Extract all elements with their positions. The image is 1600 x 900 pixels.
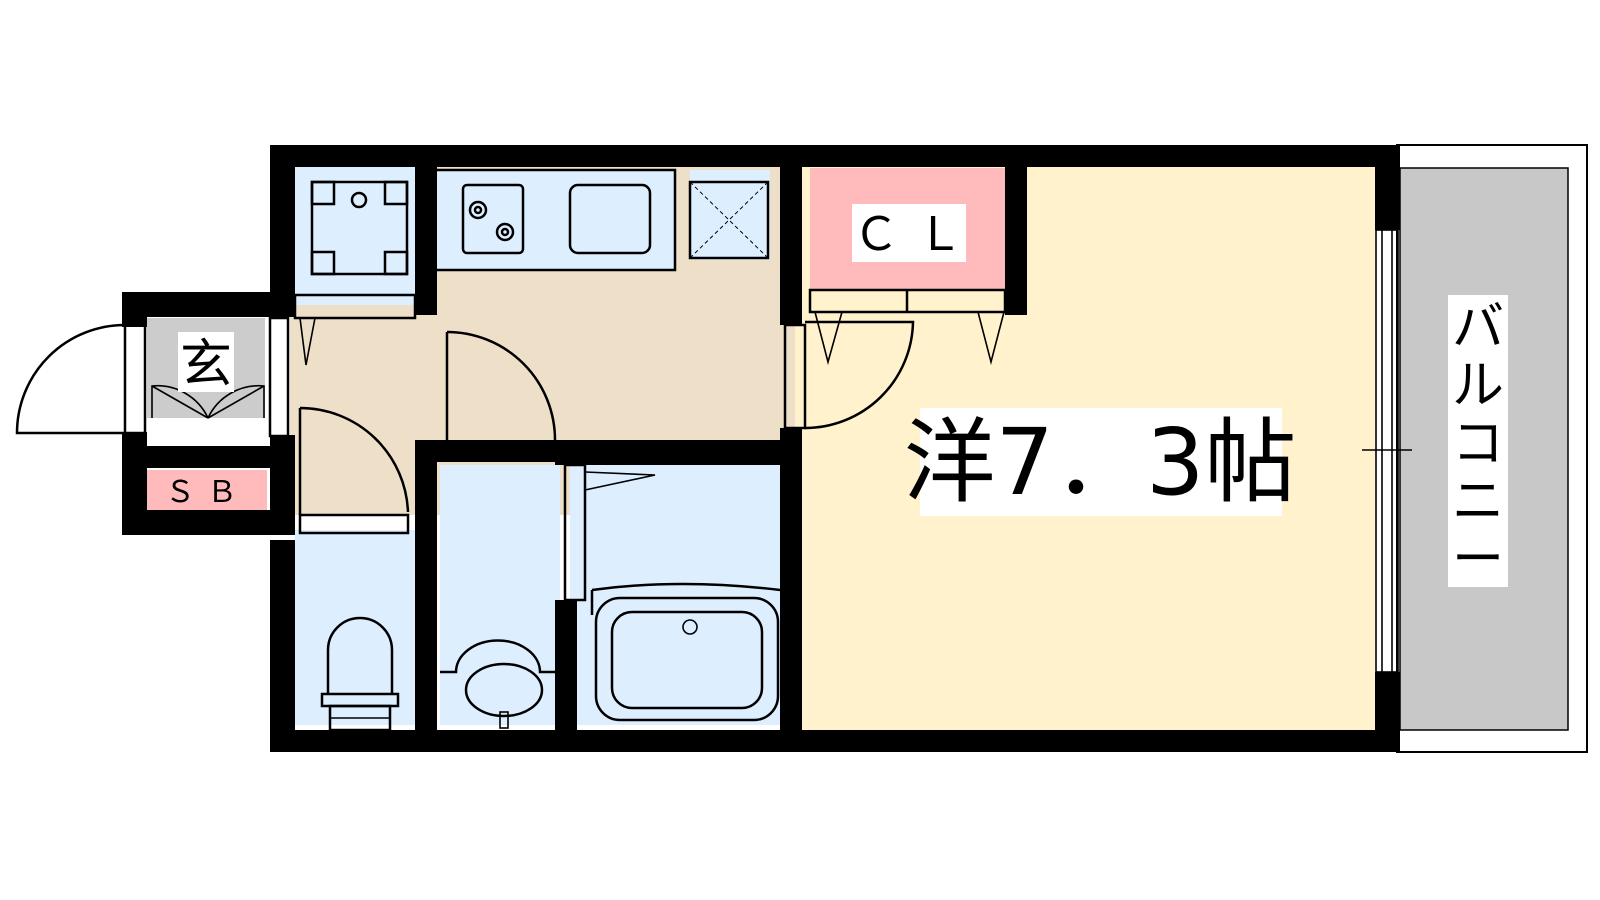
toilet-icon (320, 616, 400, 732)
stove-icon (433, 168, 677, 272)
washer-space (290, 165, 415, 305)
bathtub-icon (590, 582, 781, 722)
fridge-icon (688, 180, 770, 260)
balcony-window (1362, 229, 1412, 673)
balcony-label: バ ル コ ニ ー (1452, 298, 1504, 590)
closet-label: ＣＬ (853, 207, 981, 261)
washbasin-icon (440, 639, 560, 729)
toilet-door (298, 406, 410, 535)
entrance-step (147, 418, 265, 446)
sink-icon (568, 183, 652, 255)
balcony-char: バ (1452, 298, 1504, 358)
shoe-box-label: ＳＢ (165, 475, 249, 510)
walls (122, 145, 1400, 752)
bathroom-door (563, 463, 656, 602)
front-door (15, 323, 147, 435)
bathroom-floor (570, 465, 780, 725)
balcony-char: ル (1452, 356, 1504, 416)
room-door (783, 320, 915, 430)
fridge-space (690, 170, 770, 260)
washer-door-swing (299, 317, 316, 366)
shoe-box-floor (147, 470, 267, 510)
western-room-label: 洋7．3帖 (903, 409, 1296, 516)
toilet-room-floor (295, 530, 415, 725)
entrance-label: 玄 (180, 335, 232, 395)
entrance-inner-door (268, 316, 290, 438)
washer-icon (310, 180, 409, 276)
washroom-door (445, 330, 557, 441)
balcony-char: ー (1452, 530, 1504, 590)
balcony-char: コ (1452, 414, 1504, 474)
washer-door (293, 293, 417, 320)
balcony-char: ニ (1452, 472, 1504, 532)
closet-doors (808, 288, 1007, 366)
